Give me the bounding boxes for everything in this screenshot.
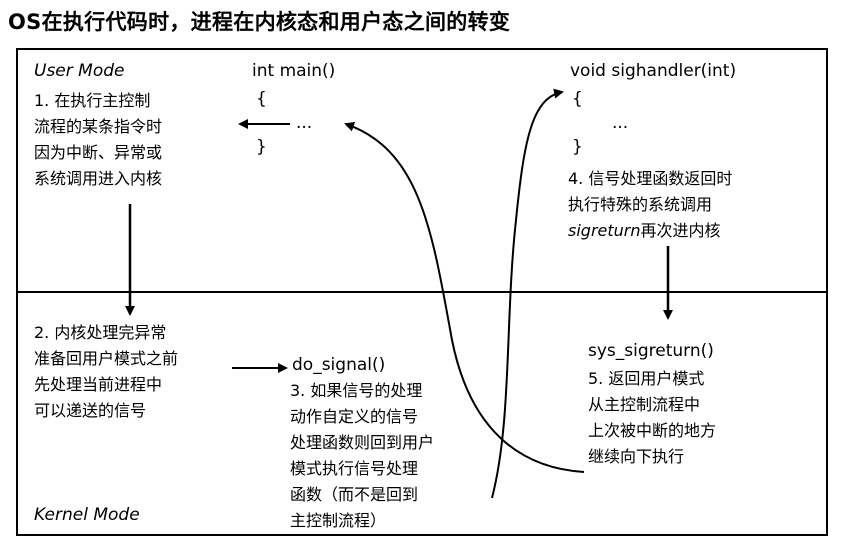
main-ellipsis: ... [296, 113, 313, 133]
main-open-brace: { [256, 89, 267, 109]
sys-sigreturn-label: sys_sigreturn() [588, 341, 714, 361]
step2-text: 2. 内核处理完异常 准备回用户模式之前 先处理当前进程中 可以递送的信号 [34, 323, 179, 420]
arrow-return-main [344, 121, 585, 473]
arrow-to-handler [491, 88, 564, 499]
sigreturn-word: sigreturn [568, 221, 641, 240]
step5-text: 5. 返回用户模式 从主控制流程中 上次被中断的地方 继续向下执行 [588, 369, 717, 466]
step4-line1: 4. 信号处理函数返回时 [568, 169, 733, 188]
user-mode-label: User Mode [34, 61, 125, 81]
handler-signature: void sighandler(int) [570, 61, 737, 81]
step1-text: 1. 在执行主控制 流程的某条指令时 因为中断、异常或 系统调用进入内核 [34, 91, 163, 188]
step4-line3: sigreturn再次进内核 [568, 218, 721, 244]
main-close-brace: } [256, 137, 267, 157]
step4-rest: 再次进内核 [640, 221, 721, 240]
handler-ellipsis: ... [612, 113, 629, 133]
mode-divider [16, 291, 828, 293]
do-signal-label: do_signal() [292, 355, 386, 375]
main-signature: int main() [252, 61, 336, 81]
handler-open-brace: { [572, 89, 583, 109]
step4-line2: 执行特殊的系统调用 [568, 195, 713, 214]
page-title: OS在执行代码时，进程在内核态和用户态之间的转变 [8, 10, 511, 34]
kernel-mode-label: Kernel Mode [34, 505, 140, 525]
step3-text: 3. 如果信号的处理 动作自定义的信号 处理函数则回到用户 模式执行信号处理 函… [290, 381, 435, 530]
handler-close-brace: } [572, 137, 583, 157]
